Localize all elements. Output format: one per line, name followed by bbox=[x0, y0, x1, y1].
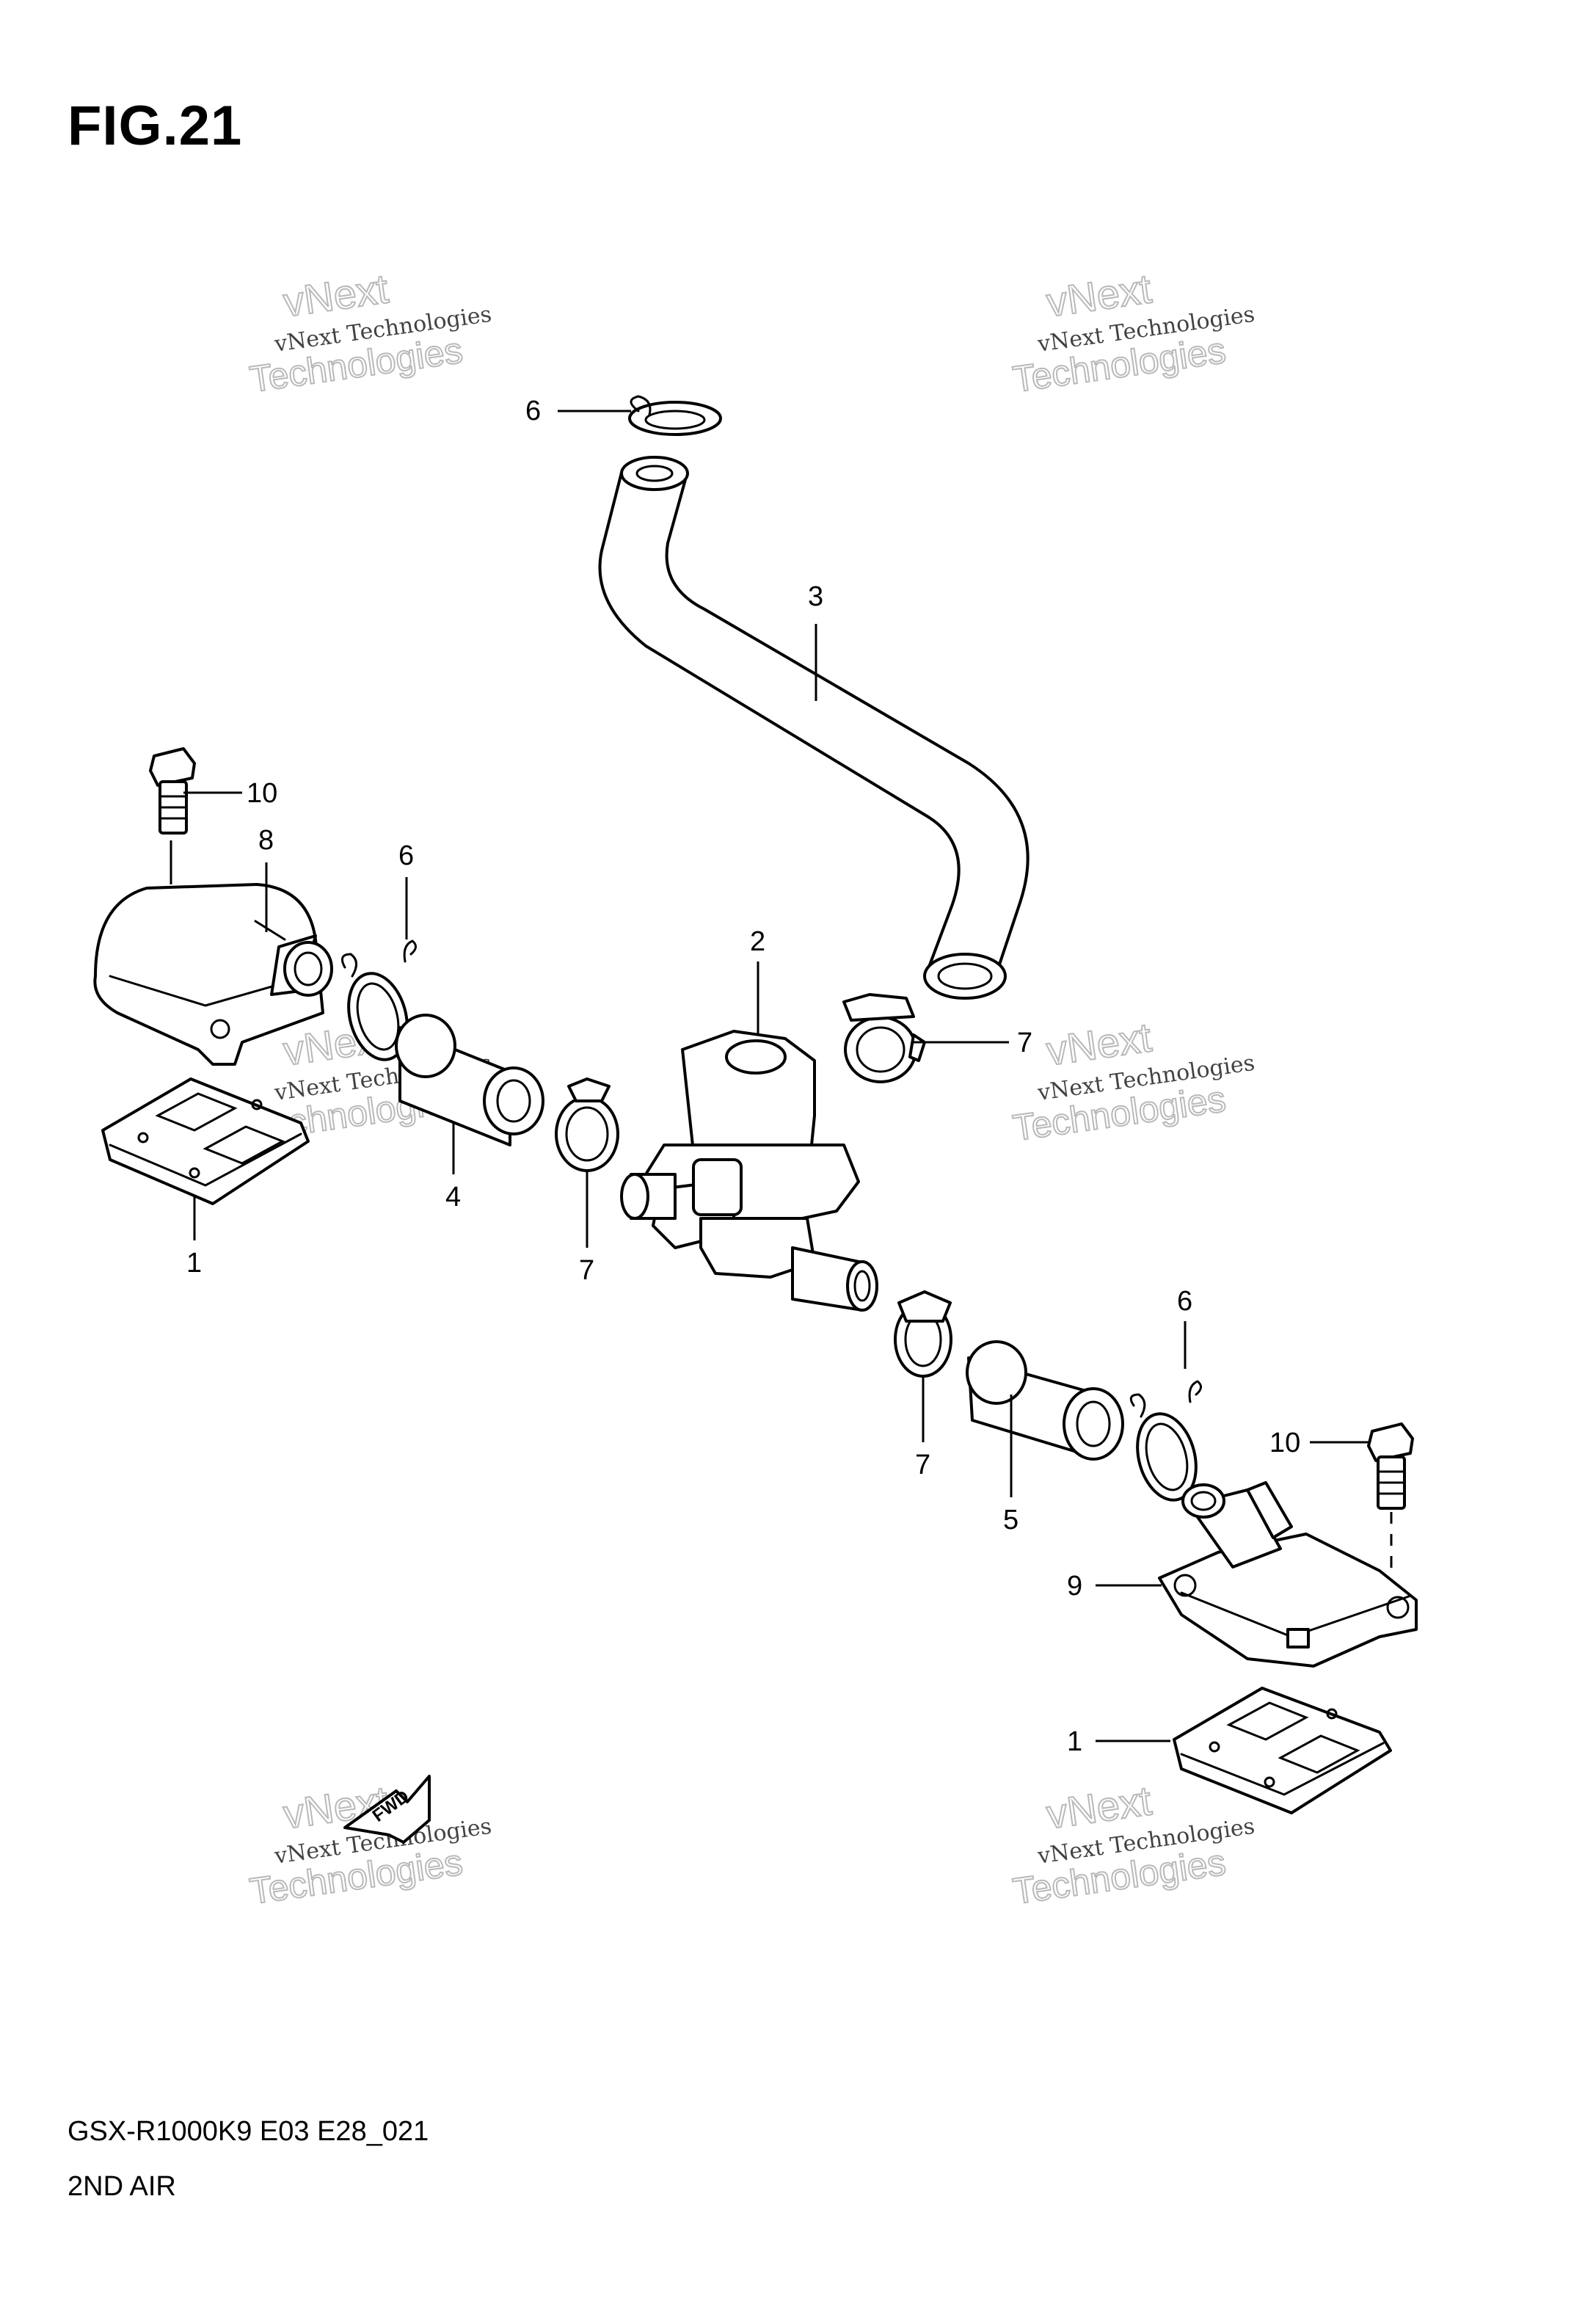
part-hose-5 bbox=[966, 1340, 1124, 1461]
callout-numbers: 6 3 10 8 6 2 7 4 1 7 6 10 7 5 9 1 bbox=[186, 396, 1300, 1757]
watermark-bottom-left: vNext Technologies vNext Technologies bbox=[247, 1776, 493, 1913]
part-reed-valve-1-left bbox=[101, 1077, 310, 1205]
watermark-large-vnext: vNext bbox=[1043, 1777, 1154, 1837]
watermark-large-vnext: vNext bbox=[1043, 265, 1154, 325]
part-hose-3 bbox=[598, 456, 1030, 1000]
part-clip-6-top bbox=[628, 395, 722, 436]
part-clamp-7-top bbox=[842, 993, 926, 1083]
callout-6-left: 6 bbox=[398, 840, 414, 871]
figure-label: FIG.21 bbox=[68, 95, 243, 157]
callout-7-top: 7 bbox=[1017, 1028, 1032, 1058]
part-cover-9 bbox=[1158, 1481, 1418, 1668]
callout-6-top: 6 bbox=[525, 396, 541, 426]
callout-5: 5 bbox=[1003, 1505, 1019, 1535]
part-hose-4 bbox=[395, 1014, 544, 1146]
part-clamp-7-left bbox=[555, 1077, 619, 1172]
watermark-large-vnext: vNext bbox=[280, 265, 391, 325]
part-clip-6-left bbox=[340, 939, 417, 1061]
callout-7-right: 7 bbox=[915, 1450, 930, 1480]
watermark-top-right: vNext Technologies vNext Technologies bbox=[1010, 264, 1256, 401]
callout-2: 2 bbox=[750, 926, 765, 957]
part-bolt-10-right bbox=[1367, 1422, 1414, 1510]
model-code: GSX-R1000K9 E03 E28_021 bbox=[68, 2116, 429, 2147]
leader-lines bbox=[170, 410, 1393, 1742]
callout-6-right: 6 bbox=[1177, 1286, 1192, 1317]
section-name: 2ND AIR bbox=[68, 2171, 176, 2202]
callout-10-right: 10 bbox=[1269, 1428, 1300, 1458]
callout-7-left: 7 bbox=[579, 1255, 594, 1286]
callout-4: 4 bbox=[445, 1182, 461, 1213]
callout-3: 3 bbox=[808, 581, 823, 612]
watermark-top-left: vNext Technologies vNext Technologies bbox=[247, 264, 493, 401]
part-clamp-7-right bbox=[894, 1290, 952, 1378]
part-solenoid-valve-2 bbox=[620, 1030, 878, 1312]
watermark-large-vnext: vNext bbox=[1043, 1014, 1154, 1074]
part-clip-6-right bbox=[1129, 1380, 1202, 1502]
part-reed-valve-1-right bbox=[1173, 1687, 1392, 1814]
callout-8: 8 bbox=[258, 825, 274, 856]
part-bolt-10-left bbox=[149, 747, 196, 835]
callout-9: 9 bbox=[1067, 1571, 1082, 1602]
callout-1-right: 1 bbox=[1067, 1726, 1082, 1757]
watermark-mid-right: vNext Technologies vNext Technologies bbox=[1010, 1013, 1256, 1149]
callout-10-left: 10 bbox=[247, 778, 277, 809]
callout-1-left: 1 bbox=[186, 1248, 202, 1279]
